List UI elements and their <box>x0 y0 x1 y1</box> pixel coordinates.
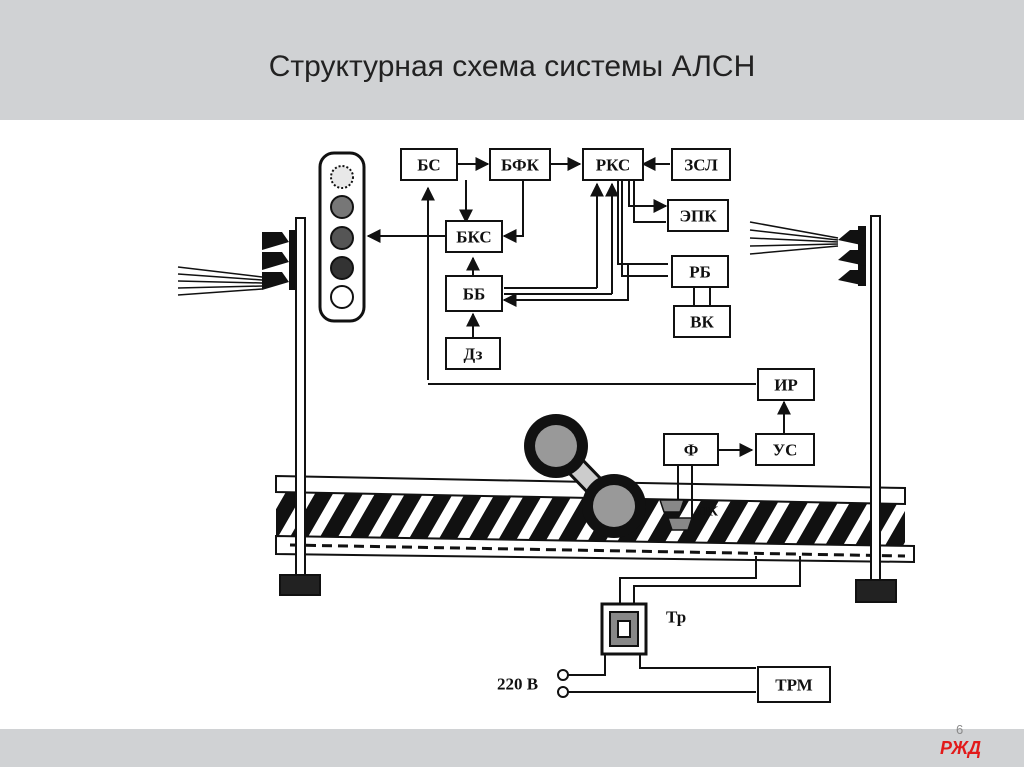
left-signal <box>177 217 321 596</box>
terminal-2 <box>557 686 569 698</box>
block-epk: ЭПК <box>667 199 729 232</box>
slide-header: Структурная схема системы АЛСН <box>0 0 1024 120</box>
rzd-logo-icon: РЖД <box>940 738 981 758</box>
terminal-1 <box>557 669 569 681</box>
block-trm: ТРМ <box>757 666 831 703</box>
block-vk: ВК <box>673 305 731 338</box>
block-ir-label: ИР <box>774 376 798 395</box>
svg-text:РЖД: РЖД <box>940 738 981 758</box>
block-zsl: ЗСЛ <box>671 148 731 181</box>
slide-title: Структурная схема системы АЛСН <box>268 50 756 83</box>
block-bs: БС <box>400 148 458 181</box>
block-rks-label: РКС <box>596 156 631 175</box>
block-trm-label: ТРМ <box>775 676 812 695</box>
tr-label: Тр <box>666 608 686 627</box>
block-bb-label: ББ <box>463 285 485 304</box>
page-number: 6 <box>956 722 964 737</box>
block-bs-label: БС <box>417 156 440 175</box>
block-dz: Дз <box>445 337 501 370</box>
right-signal-light-rays <box>749 221 839 255</box>
block-us-label: УС <box>773 441 798 460</box>
block-bks: БКС <box>445 220 503 253</box>
right-signal <box>749 215 897 603</box>
block-epk-label: ЭПК <box>679 207 717 226</box>
voltage-label: 220 В <box>497 675 538 694</box>
block-bb: ББ <box>445 275 503 312</box>
block-f: Ф <box>663 433 719 466</box>
block-rb-label: РБ <box>689 263 711 282</box>
receiving-coils <box>658 499 694 531</box>
block-rb: РБ <box>671 255 729 288</box>
left-signal-light-rays <box>177 266 263 296</box>
wiring <box>366 157 801 693</box>
block-vk-label: ВК <box>690 313 714 332</box>
block-ir: ИР <box>757 368 815 401</box>
locomotive-signal <box>318 151 366 323</box>
block-bks-label: БКС <box>456 228 491 247</box>
block-bfk: БФК <box>489 148 551 181</box>
block-zsl-label: ЗСЛ <box>684 156 718 175</box>
block-f-label: Ф <box>684 441 699 460</box>
block-us: УС <box>755 433 815 466</box>
slide-footer <box>0 729 1024 767</box>
pk-label: ПК <box>697 505 719 520</box>
block-bfk-label: БФК <box>501 156 540 175</box>
transformer <box>600 602 648 656</box>
block-rks: РКС <box>582 148 644 181</box>
block-dz-label: Дз <box>464 345 483 364</box>
wheel-set <box>524 414 646 538</box>
